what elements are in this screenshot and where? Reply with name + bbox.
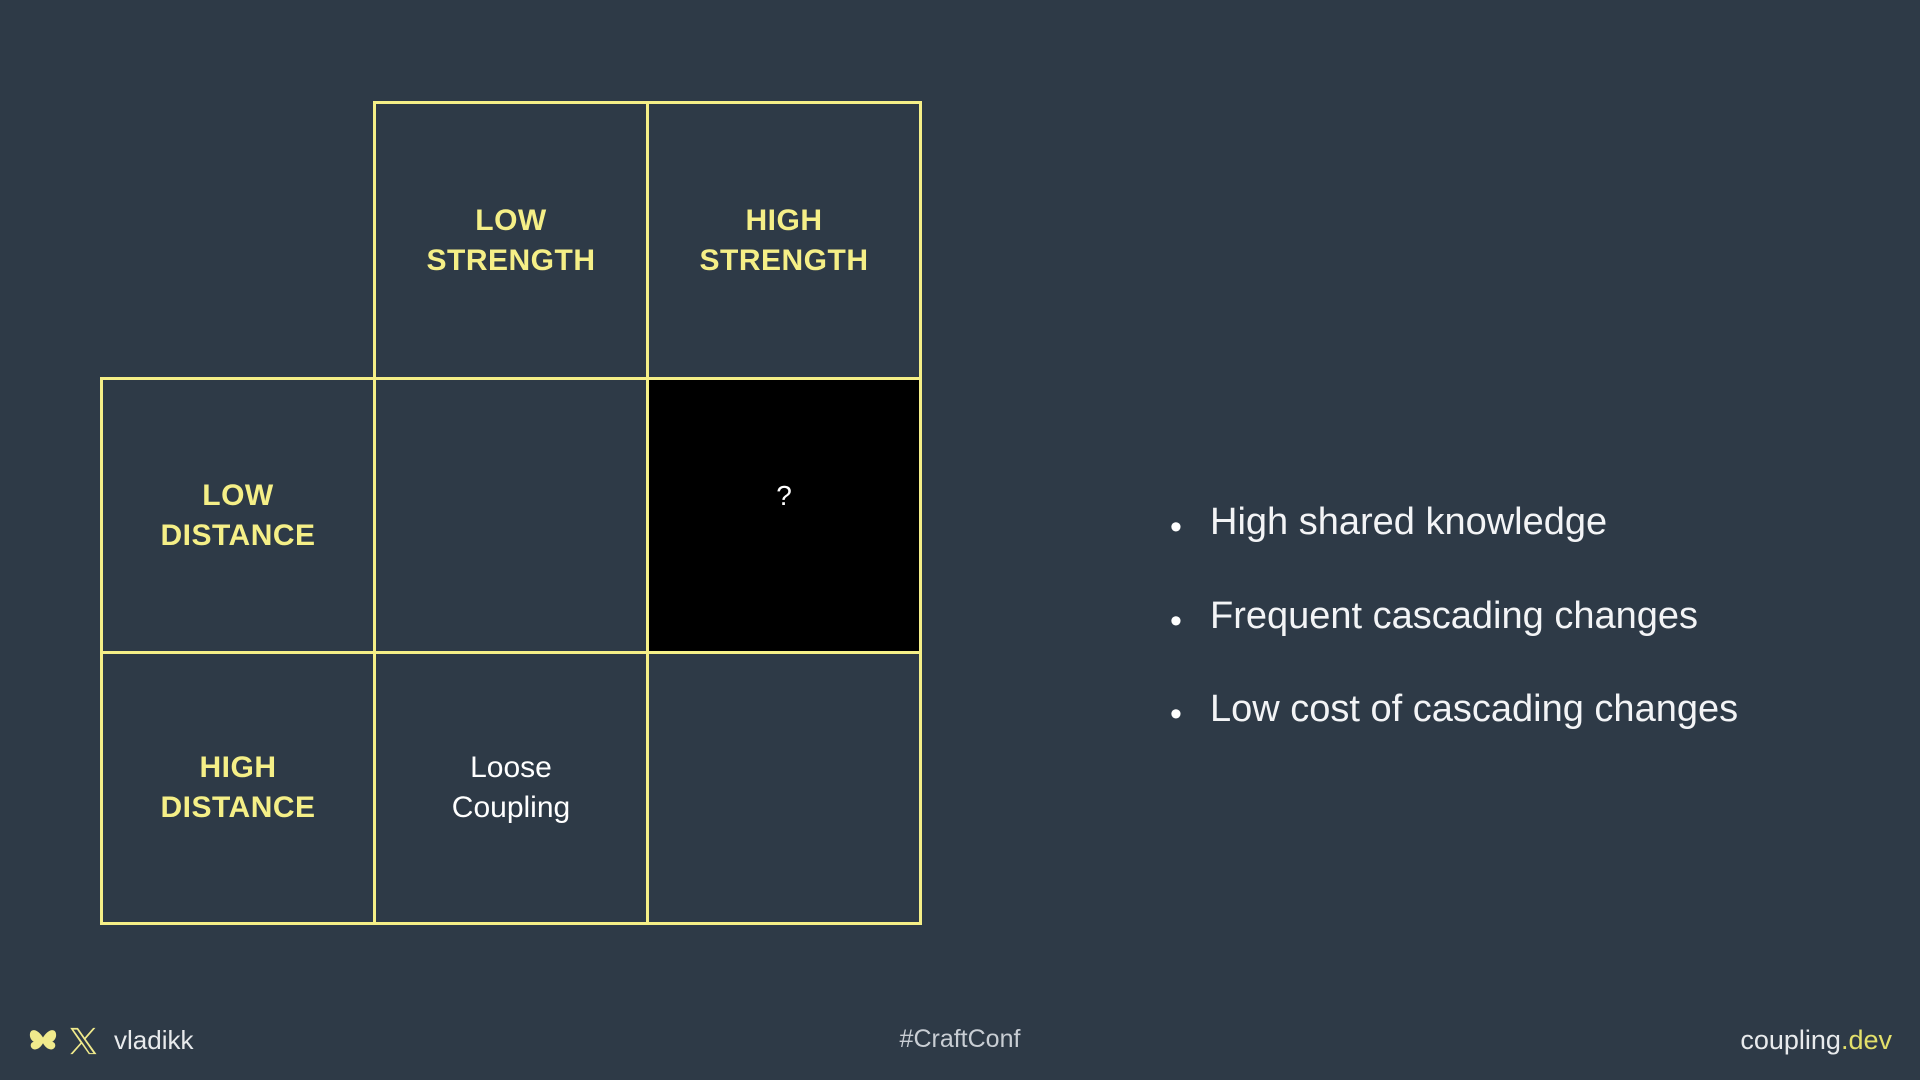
matrix-corner-blank	[100, 101, 375, 377]
bullet-dot-icon: •	[1170, 695, 1182, 734]
list-item: • High shared knowledge	[1170, 500, 1870, 546]
bullet-list: • High shared knowledge • Frequent casca…	[1170, 500, 1870, 781]
bullet-dot-icon: •	[1170, 508, 1182, 546]
bullet-text-0: High shared knowledge	[1210, 501, 1608, 543]
matrix-cell-high-distance-high-strength	[646, 651, 922, 925]
list-item: • Frequent cascading changes	[1170, 594, 1870, 640]
matrix-cell-low-distance-high-strength-blackout: ?	[646, 377, 922, 654]
question-mark-marker: ?	[776, 479, 792, 511]
bullet-text-1: Frequent cascading changes	[1210, 594, 1698, 637]
bullet-text-2: Low cost of cascading changes	[1210, 688, 1739, 731]
footer-site-url[interactable]: coupling.dev	[1740, 1025, 1892, 1056]
footer-handle: vladikk	[114, 1025, 194, 1055]
x-logo-icon[interactable]	[68, 1026, 98, 1056]
footer-social: vladikk	[28, 1025, 193, 1056]
footer-hashtag: #CraftConf	[899, 1025, 1021, 1053]
matrix-cell-low-distance-low-strength	[373, 377, 649, 654]
footer-site-name: coupling	[1740, 1025, 1841, 1055]
list-item: • Low cost of cascading changes	[1170, 687, 1870, 733]
butterfly-icon[interactable]	[28, 1026, 58, 1056]
footer-site-tld: .dev	[1840, 1025, 1892, 1055]
bullet-dot-icon: •	[1170, 601, 1182, 640]
